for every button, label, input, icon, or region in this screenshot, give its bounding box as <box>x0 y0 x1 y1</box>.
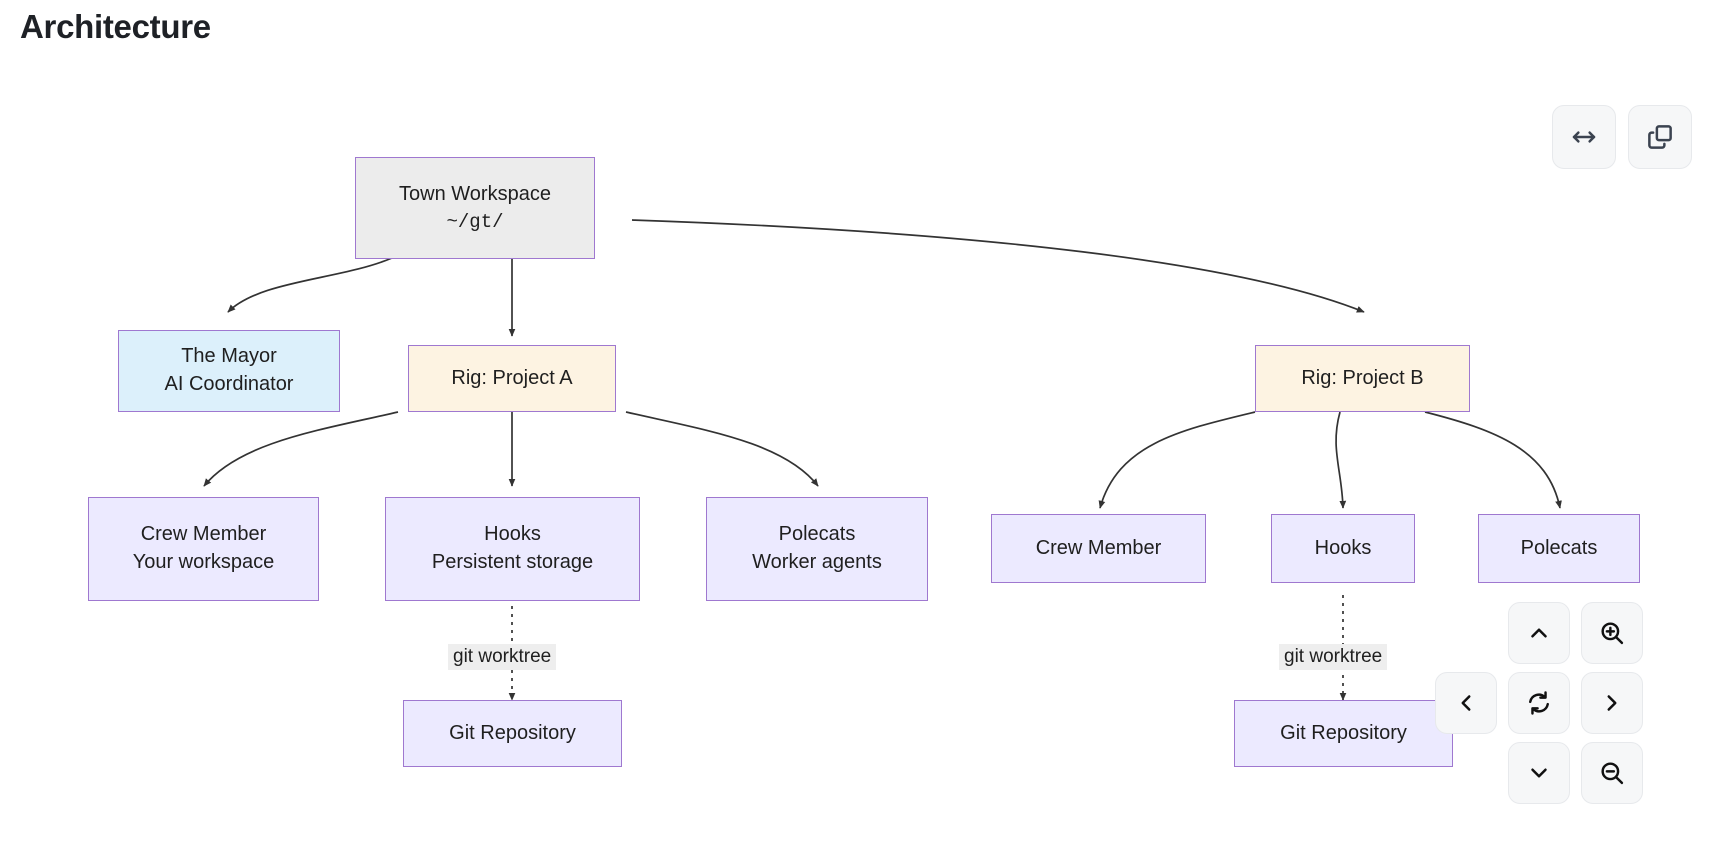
copy-icon <box>1645 122 1675 152</box>
node-polecats-a[interactable]: Polecats Worker agents <box>706 497 928 601</box>
node-subtitle: Worker agents <box>752 551 882 573</box>
node-subtitle: AI Coordinator <box>164 373 294 395</box>
pan-down-button[interactable] <box>1508 742 1570 804</box>
reset-view-button[interactable] <box>1508 672 1570 734</box>
node-subtitle: Your workspace <box>132 551 275 573</box>
node-polecats-b[interactable]: Polecats <box>1478 514 1640 583</box>
magnifier-minus-icon <box>1598 759 1626 787</box>
node-title: The Mayor <box>181 345 277 368</box>
chevron-left-icon <box>1453 690 1479 716</box>
node-title: Hooks <box>484 523 541 546</box>
node-subtitle: Persistent storage <box>431 551 594 573</box>
pan-right-button[interactable] <box>1581 672 1643 734</box>
edge-label-git-worktree-b: git worktree <box>1279 644 1388 670</box>
page-title: Architecture <box>20 8 211 45</box>
node-title: Polecats <box>1520 536 1598 559</box>
refresh-icon <box>1525 689 1553 717</box>
node-title: Rig: Project A <box>451 366 573 389</box>
pan-up-button[interactable] <box>1508 602 1570 664</box>
node-git-repository-b[interactable]: Git Repository <box>1234 700 1453 767</box>
node-git-repository-a[interactable]: Git Repository <box>403 700 622 767</box>
node-title: Hooks <box>1314 536 1372 559</box>
copy-button[interactable] <box>1628 105 1692 169</box>
node-town-workspace[interactable]: Town Workspace ~/gt/ <box>355 157 595 259</box>
diagram-navigation-pad <box>1435 602 1694 810</box>
node-title: Crew Member <box>140 523 267 546</box>
diagram-toolbar <box>1552 105 1692 169</box>
fit-width-button[interactable] <box>1552 105 1616 169</box>
node-rig-project-b[interactable]: Rig: Project B <box>1255 345 1470 412</box>
node-crew-member-b[interactable]: Crew Member <box>991 514 1206 583</box>
node-subtitle: ~/gt/ <box>446 210 504 233</box>
chevron-down-icon <box>1526 760 1552 786</box>
node-title: Rig: Project B <box>1301 366 1424 389</box>
magnifier-plus-icon <box>1598 619 1626 647</box>
pan-left-button[interactable] <box>1435 672 1497 734</box>
node-the-mayor[interactable]: The Mayor AI Coordinator <box>118 330 340 412</box>
node-rig-project-a[interactable]: Rig: Project A <box>408 345 616 412</box>
chevron-right-icon <box>1599 690 1625 716</box>
node-hooks-b[interactable]: Hooks <box>1271 514 1415 583</box>
node-title: Crew Member <box>1035 536 1162 559</box>
edge-label-git-worktree-a: git worktree <box>448 644 557 670</box>
node-title: Polecats <box>778 523 856 546</box>
node-hooks-a[interactable]: Hooks Persistent storage <box>385 497 640 601</box>
node-title: Town Workspace <box>399 183 551 206</box>
zoom-out-button[interactable] <box>1581 742 1643 804</box>
arrows-horizontal-icon <box>1569 122 1599 152</box>
node-title: Git Repository <box>449 721 576 744</box>
node-crew-member-a[interactable]: Crew Member Your workspace <box>88 497 319 601</box>
chevron-up-icon <box>1526 620 1552 646</box>
zoom-in-button[interactable] <box>1581 602 1643 664</box>
node-title: Git Repository <box>1280 721 1407 744</box>
